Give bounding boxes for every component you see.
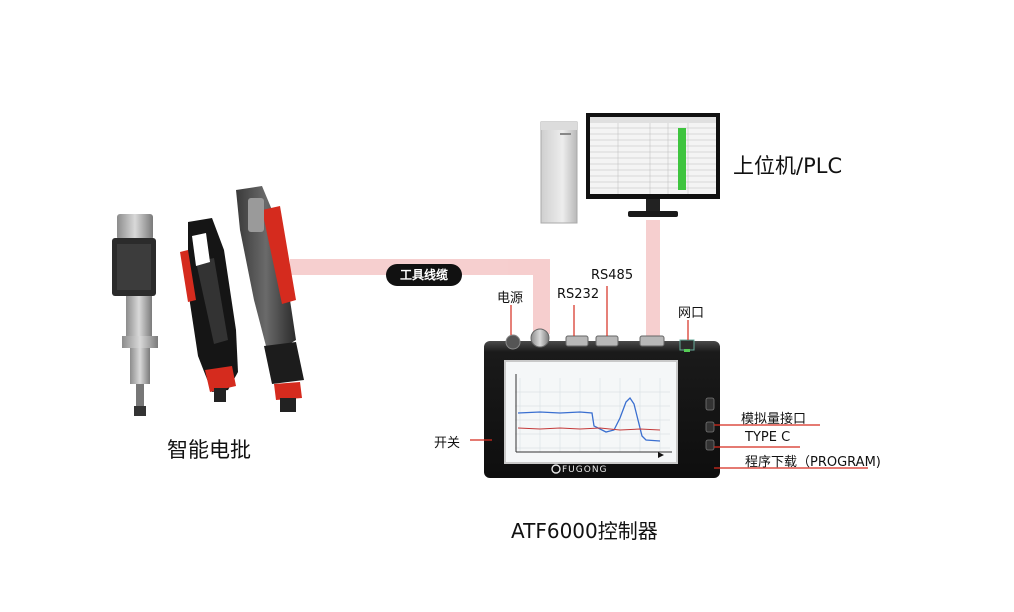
- host-plc-caption: 上位机/PLC: [733, 154, 843, 178]
- port-label-switch: 开关: [434, 436, 461, 451]
- port-label-rs232: RS232: [557, 287, 600, 302]
- port-label-power: 电源: [497, 291, 524, 306]
- controller-logo: FUGONG: [562, 465, 608, 475]
- atf6000-controller: FUGONG: [484, 341, 720, 478]
- port-label-analog: 模拟量接口: [741, 412, 807, 427]
- inline-screwdriver-tool: [236, 186, 304, 412]
- callout-lines: [470, 286, 868, 469]
- port-label-network: 网口: [678, 306, 705, 321]
- port-label-typec: TYPE C: [745, 430, 791, 445]
- port-label-program: 程序下载（PROGRAM): [745, 455, 881, 470]
- port-label-rs485: RS485: [591, 268, 634, 283]
- controller-top-ports: [505, 328, 695, 352]
- monitor: [586, 113, 720, 217]
- pistol-grip-tool: [180, 218, 238, 402]
- tool-cable-label: 工具线缆: [386, 264, 462, 286]
- pc-tower: [540, 121, 578, 224]
- smart-screwdriver-caption: 智能电批: [167, 438, 251, 462]
- network-cable: [646, 220, 660, 348]
- servo-spindle-tool: [112, 214, 158, 416]
- controller-caption: ATF6000控制器: [511, 519, 658, 543]
